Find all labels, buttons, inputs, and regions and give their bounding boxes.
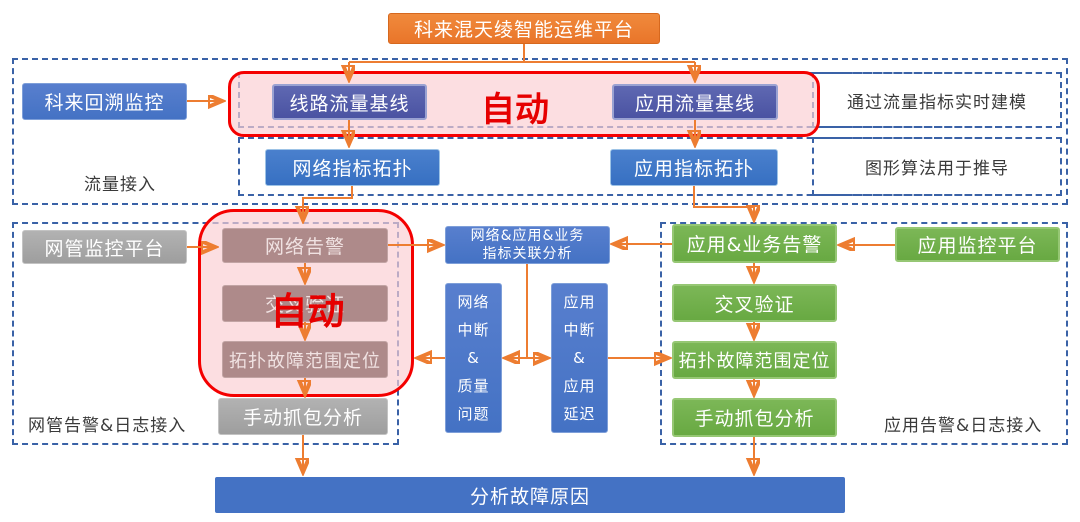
app-issue-line: 延迟 [563, 405, 596, 423]
traffic-access-group-label: 流量接入 [84, 175, 156, 195]
modeling-note-label: 通过流量指标实时建模 [847, 92, 1027, 113]
nms-manual-capture-box: 手动抓包分析 [218, 398, 388, 435]
app-metric-topology-box: 应用指标拓扑 [610, 149, 778, 186]
nms-alarm-group-label: 网管告警&日志接入 [28, 416, 187, 436]
traffic-access-group-box [12, 58, 1068, 205]
correlation-analysis-line2: 指标关联分析 [482, 246, 573, 262]
retrospective-monitor-box: 科来回溯监控 [22, 83, 187, 120]
app-issue-line: 应用 [563, 377, 596, 395]
nms-monitor-platform-box: 网管监控平台 [22, 230, 187, 264]
line-traffic-baseline-box: 线路流量基线 [272, 84, 427, 120]
nms-fault-scope-box: 拓扑故障范围定位 [222, 341, 388, 378]
auto-label-top: 自动 [481, 90, 549, 130]
correlation-analysis-line1: 网络&应用&业务 [470, 228, 585, 244]
analyze-fault-cause-bar: 分析故障原因 [215, 477, 845, 513]
app-fault-scope-box: 拓扑故障范围定位 [672, 341, 837, 379]
app-business-alarm-box: 应用&业务告警 [672, 224, 837, 263]
app-issue-line: 应用 [563, 293, 596, 311]
network-issue-line: 质量 [457, 377, 490, 395]
nms-cross-validation-box: 交叉验证 [222, 285, 388, 322]
correlation-analysis-box: 网络&应用&业务 指标关联分析 [445, 226, 610, 264]
network-issue-line: 网络 [457, 293, 490, 311]
graph-note-box [812, 137, 1062, 196]
network-alarm-box: 网络告警 [222, 228, 388, 263]
platform-title-box: 科来混天绫智能运维平台 [388, 13, 660, 44]
app-monitor-platform-box: 应用监控平台 [895, 227, 1060, 262]
app-alarm-group-label: 应用告警&日志接入 [884, 416, 1043, 436]
app-traffic-baseline-box: 应用流量基线 [612, 84, 778, 120]
network-issue-line: 中断 [457, 321, 490, 339]
network-issue-line: 问题 [457, 405, 490, 423]
app-manual-capture-box: 手动抓包分析 [672, 398, 837, 437]
network-issue-box: 网络 中断 & 质量 问题 [445, 283, 502, 433]
app-cross-validation-box: 交叉验证 [672, 284, 837, 322]
network-metric-topology-box: 网络指标拓扑 [265, 149, 440, 186]
app-issue-line: 中断 [563, 321, 596, 339]
network-issue-line: & [467, 349, 480, 367]
graph-note-label: 图形算法用于推导 [865, 159, 1009, 179]
app-issue-box: 应用 中断 & 应用 延迟 [551, 283, 608, 433]
app-issue-line: & [573, 349, 586, 367]
app-alarm-group-box [660, 222, 1068, 445]
auto-label-left: 自动 [270, 289, 345, 333]
